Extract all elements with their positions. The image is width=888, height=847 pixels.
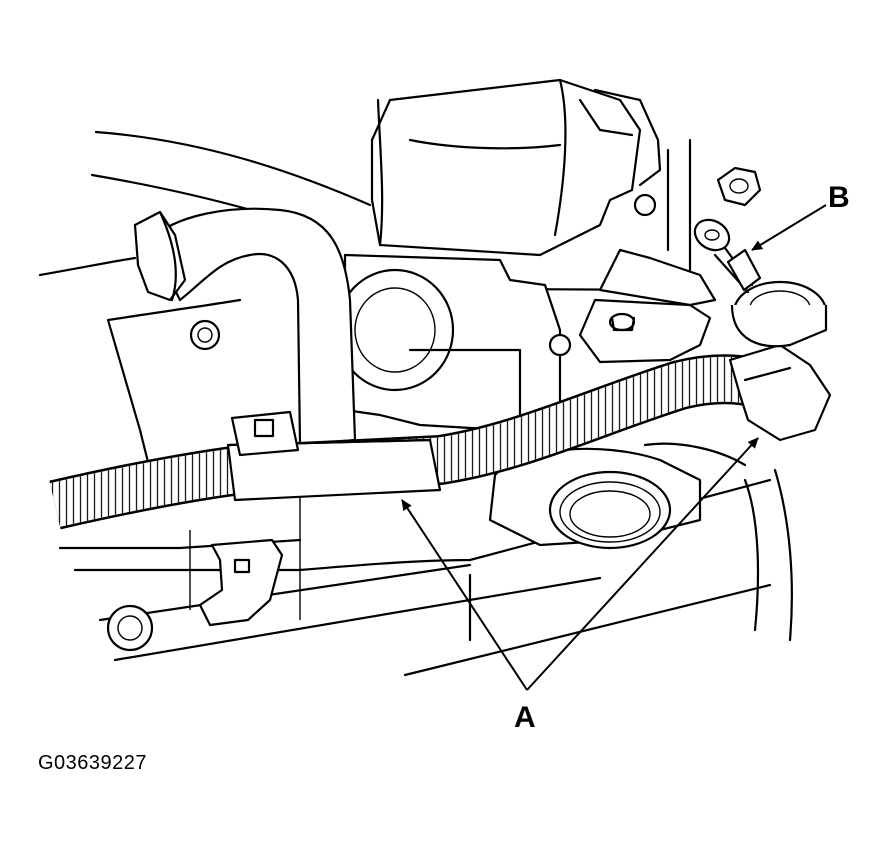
pulley-ring (488, 442, 747, 550)
ground-nut (716, 166, 762, 207)
center-mount (189, 193, 657, 432)
callout-label-a: A (514, 701, 536, 734)
leader-line-a-left (401, 499, 528, 691)
knock-sensor (730, 280, 828, 348)
figure-identifier: G03639227 (38, 752, 148, 774)
upper-housing (370, 78, 662, 257)
leader-line-b (751, 204, 827, 251)
lower-clip-bracket (106, 538, 284, 652)
harness-clamp (226, 410, 442, 502)
wire-harness (49, 354, 775, 530)
ground-bracket (578, 248, 717, 364)
ground-terminal (693, 218, 762, 294)
coolant-hose (133, 207, 357, 447)
leader-line-a-right (526, 437, 759, 691)
sensor-connector (728, 343, 832, 442)
callout-label-b: B (828, 181, 850, 214)
